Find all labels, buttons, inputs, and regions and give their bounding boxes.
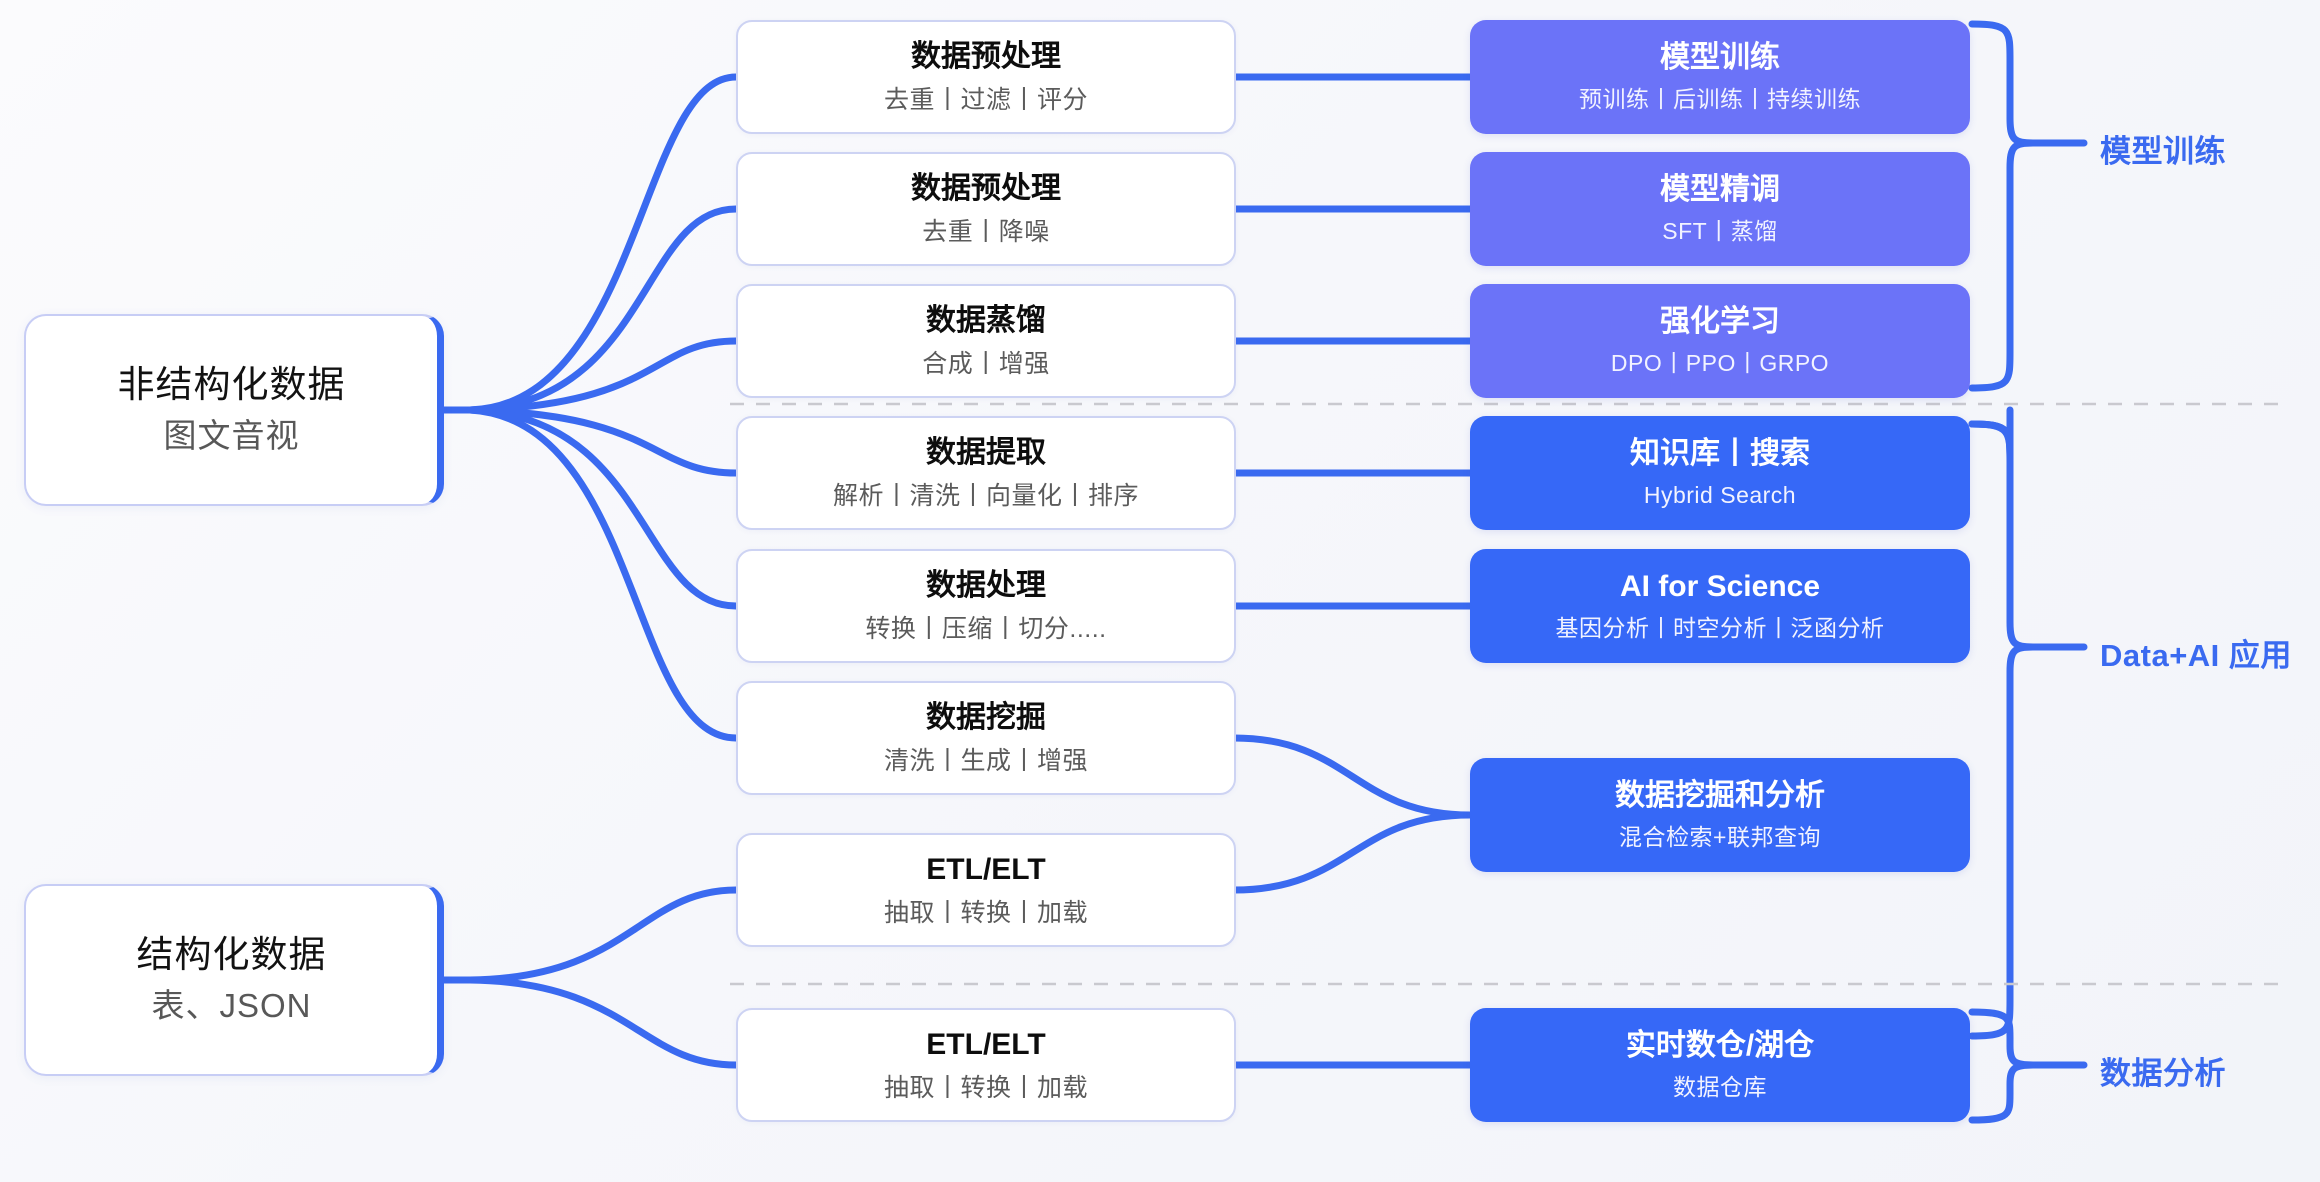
outcome-subtitle: Hybrid Search [1643,482,1797,509]
stage-subtitle: 转换丨压缩丨切分..... [865,615,1107,643]
connector-structured-to-etl-2 [466,976,740,1069]
group-label-data-ai: Data+AI 应用 [2100,638,2292,673]
connector-structured-to-etl-1 [466,886,740,984]
stage-subtitle: 清洗丨生成丨增强 [883,747,1088,775]
group-label-model-training: 模型训练 [2100,134,2226,169]
outcome-title: AI for Science [1619,570,1821,604]
stage-node-etl-1[interactable]: ETL/ELT 抽取丨转换丨加载 [736,833,1236,947]
brace-data-analysis [1968,1008,2035,1124]
brace-data-ai-body [1968,420,2035,1040]
source-node-structured[interactable]: 结构化数据 表、JSON [24,884,444,1076]
outcome-subtitle: 数据仓库 [1673,1074,1767,1101]
connector-unstructured-to-mining [466,406,740,742]
brace-model-training [1968,20,2035,392]
outcome-title: 知识库丨搜索 [1630,437,1810,471]
stage-title: 数据预处理 [911,40,1061,73]
outcome-subtitle: 基因分析丨时空分析丨泛函分析 [1555,615,1885,642]
outcome-node-mining-analysis[interactable]: 数据挖掘和分析 混合检索+联邦查询 [1470,758,1970,872]
outcome-title: 强化学习 [1660,305,1780,339]
connector-unstructured-to-preprocess-1 [466,73,740,414]
source-node-unstructured[interactable]: 非结构化数据 图文音视 [24,314,444,506]
outcome-node-ai-for-science[interactable]: AI for Science 基因分析丨时空分析丨泛函分析 [1470,549,1970,663]
outcome-title: 模型训练 [1660,41,1780,75]
outcome-subtitle: DPO丨PPO丨GRPO [1610,350,1830,377]
stage-title: ETL/ELT [926,853,1046,886]
stage-node-etl-2[interactable]: ETL/ELT 抽取丨转换丨加载 [736,1008,1236,1122]
outcome-title: 数据挖掘和分析 [1615,779,1825,813]
stage-title: 数据处理 [926,569,1046,602]
connector-mining-to-mining-analysis [1230,734,1474,819]
stage-title: 数据预处理 [911,172,1061,205]
stage-title: ETL/ELT [926,1028,1046,1061]
stage-node-distill[interactable]: 数据蒸馏 合成丨增强 [736,284,1236,398]
outcome-node-model-finetune[interactable]: 模型精调 SFT丨蒸馏 [1470,152,1970,266]
stage-title: 数据提取 [926,436,1046,469]
connector-unstructured-to-process [466,406,740,610]
group-label-data-analysis: 数据分析 [2100,1056,2226,1091]
brace-data-ai [1968,408,2014,461]
source-subtitle: 图文音视 [163,416,300,454]
brace-data-ai-main [1968,406,2014,461]
stage-title: 数据蒸馏 [926,304,1046,337]
connector-etl-1-to-mining-analysis [1230,811,1474,894]
stage-node-process[interactable]: 数据处理 转换丨压缩丨切分..... [736,549,1236,663]
stage-node-extract[interactable]: 数据提取 解析丨清洗丨向量化丨排序 [736,416,1236,530]
outcome-node-model-training[interactable]: 模型训练 预训练丨后训练丨持续训练 [1470,20,1970,134]
outcome-node-knowledge-search[interactable]: 知识库丨搜索 Hybrid Search [1470,416,1970,530]
connector-unstructured-to-preprocess-2 [466,205,740,414]
stage-title: 数据挖掘 [926,701,1046,734]
stage-node-preprocess-1[interactable]: 数据预处理 去重丨过滤丨评分 [736,20,1236,134]
outcome-node-realtime-warehouse[interactable]: 实时数仓/湖仓 数据仓库 [1470,1008,1970,1122]
outcome-subtitle: 混合检索+联邦查询 [1619,824,1821,851]
outcome-subtitle: SFT丨蒸馏 [1662,218,1778,245]
stage-subtitle: 合成丨增强 [922,350,1050,378]
outcome-title: 模型精调 [1660,173,1780,207]
outcome-title: 实时数仓/湖仓 [1625,1029,1815,1063]
outcome-subtitle: 预训练丨后训练丨持续训练 [1579,86,1861,113]
source-title: 非结构化数据 [117,364,346,406]
stage-subtitle: 抽取丨转换丨加载 [883,1074,1088,1102]
stage-node-preprocess-2[interactable]: 数据预处理 去重丨降噪 [736,152,1236,266]
connector-unstructured-to-extract [466,406,740,477]
source-title: 结构化数据 [136,934,327,976]
stage-subtitle: 解析丨清洗丨向量化丨排序 [832,482,1139,510]
outcome-node-reinforcement[interactable]: 强化学习 DPO丨PPO丨GRPO [1470,284,1970,398]
stage-node-mining[interactable]: 数据挖掘 清洗丨生成丨增强 [736,681,1236,795]
stage-subtitle: 去重丨过滤丨评分 [883,86,1088,114]
connector-unstructured-to-distill [466,337,740,414]
stage-subtitle: 去重丨降噪 [922,218,1050,246]
stage-subtitle: 抽取丨转换丨加载 [883,899,1088,927]
source-subtitle: 表、JSON [151,986,312,1024]
